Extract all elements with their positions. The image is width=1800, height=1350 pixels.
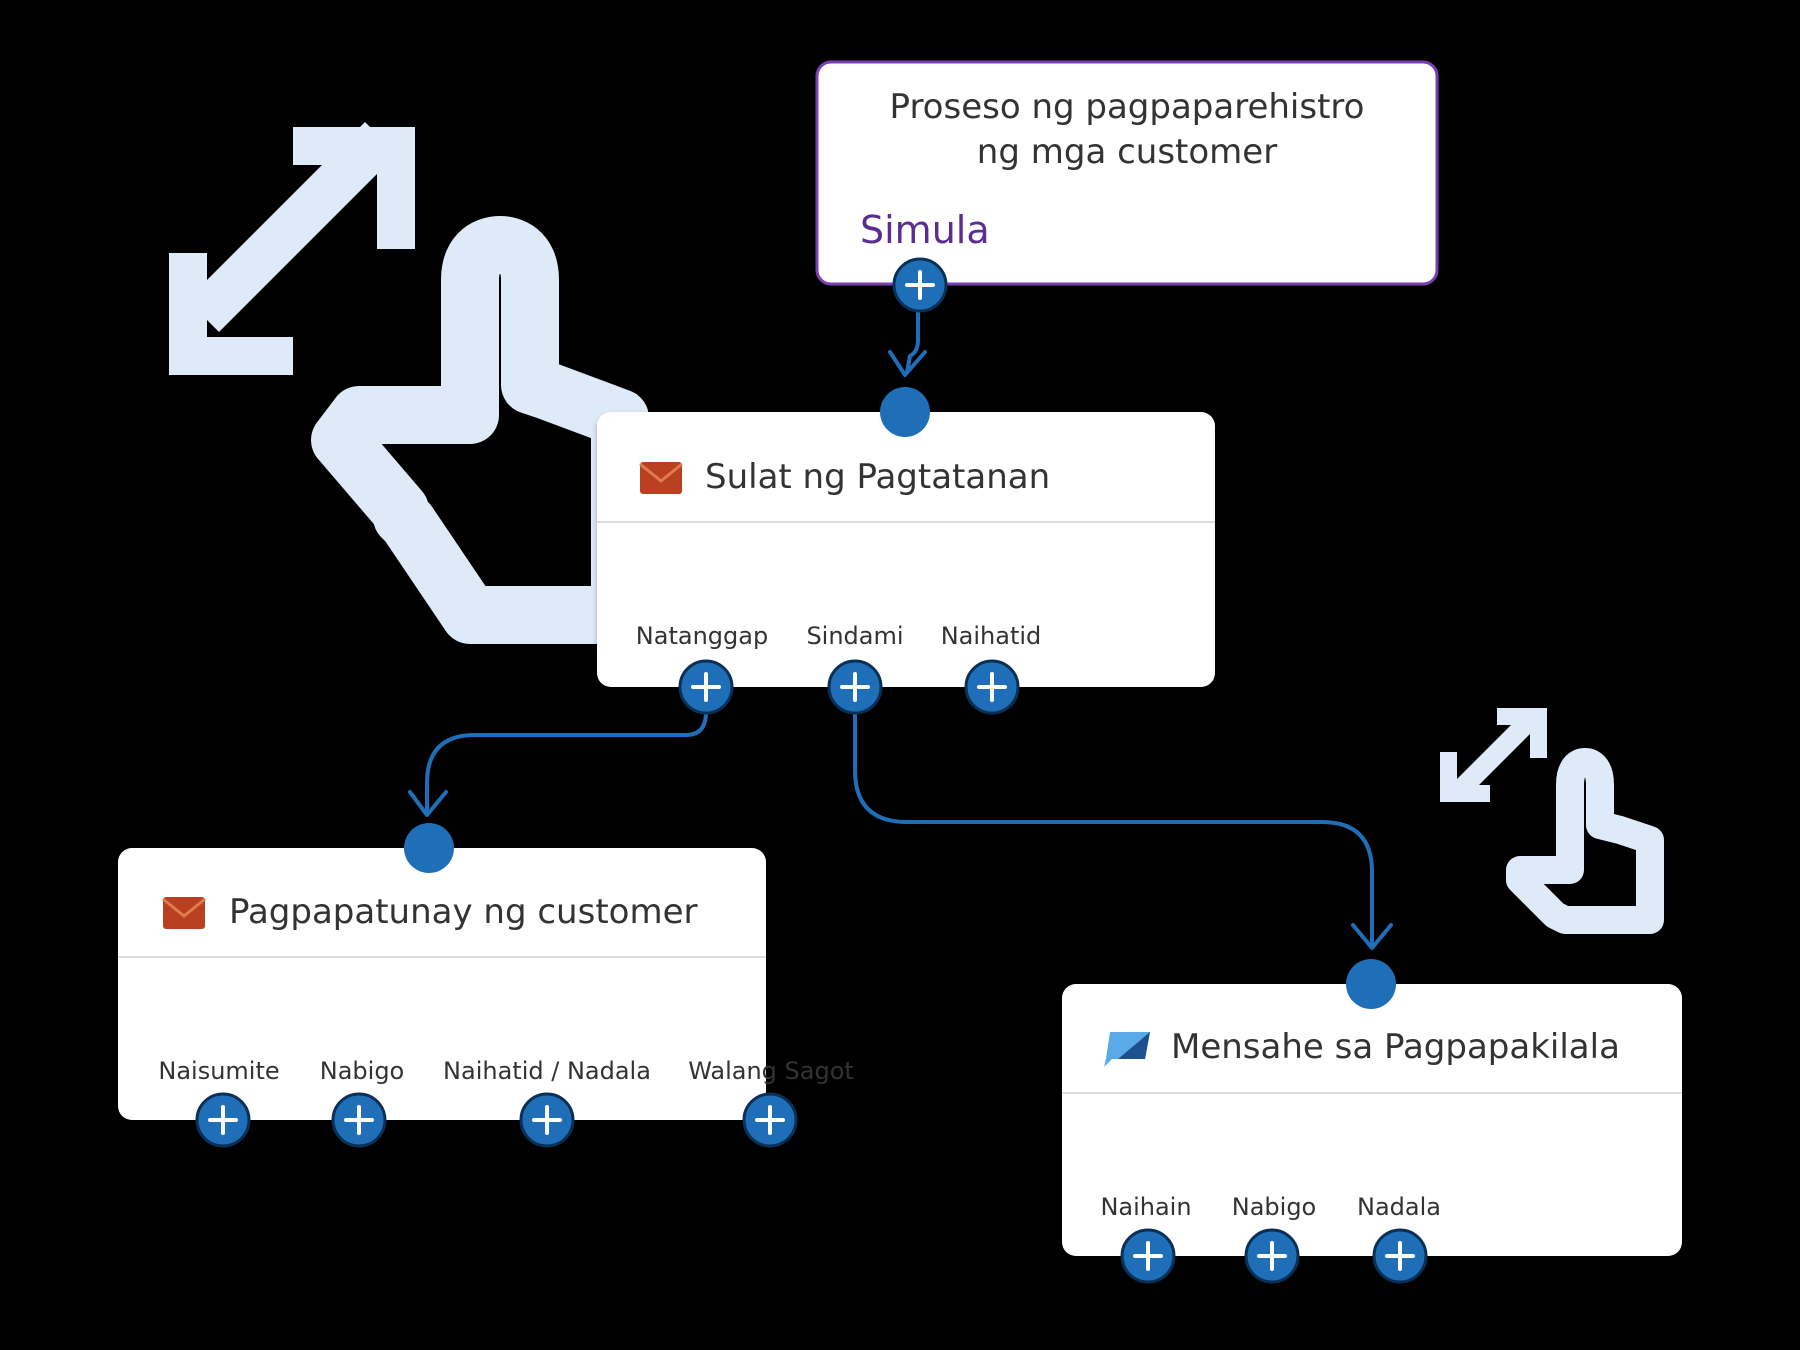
input-port[interactable]	[1346, 959, 1396, 1009]
outcome-add-button[interactable]	[195, 1092, 251, 1148]
node-title: Pagpapatunay ng customer	[229, 892, 697, 932]
outcome-add-button[interactable]	[964, 659, 1020, 715]
outcome-label: Naisumite	[158, 1057, 279, 1085]
outcome-add-button[interactable]	[1244, 1228, 1300, 1284]
outcome-label: Nabigo	[320, 1057, 404, 1085]
plus-icon	[977, 672, 1007, 702]
plus-icon	[691, 672, 721, 702]
outcome-add-button[interactable]	[827, 659, 883, 715]
plus-icon	[344, 1105, 374, 1135]
outcome-label: Natanggap	[636, 622, 768, 650]
plus-icon	[755, 1105, 785, 1135]
outcome-label: Naihatid / Nadala	[443, 1057, 651, 1085]
plus-icon	[905, 270, 935, 300]
node-title: Sulat ng Pagtatanan	[705, 457, 1050, 497]
chat-bubble-icon	[1104, 1032, 1150, 1067]
start-node-title-line1: Proseso ng pagpaparehistro	[890, 87, 1365, 127]
outcome-label: Naihain	[1100, 1193, 1191, 1221]
start-add-button[interactable]	[892, 257, 948, 313]
start-node[interactable]: Proseso ng pagpaparehistro ng mga custom…	[815, 60, 1439, 313]
node-customer-confirmation[interactable]: Pagpapatunay ng customer Naisumite Nabig…	[118, 823, 854, 1148]
connector-welcome-to-confirmation	[408, 710, 708, 817]
plus-icon	[208, 1105, 238, 1135]
input-port[interactable]	[404, 823, 454, 873]
node-card	[1062, 984, 1682, 1256]
start-node-title-line2: ng mga customer	[977, 132, 1277, 172]
outcome-add-button[interactable]	[519, 1092, 575, 1148]
resize-arrows-icon	[1440, 708, 1547, 802]
node-card	[597, 412, 1215, 687]
plus-icon	[1133, 1241, 1163, 1271]
node-title: Mensahe sa Pagpapakilala	[1171, 1027, 1620, 1067]
outcome-label: Walang Sagot	[688, 1057, 854, 1085]
outcome-add-button[interactable]	[678, 659, 734, 715]
outcome-add-button[interactable]	[742, 1092, 798, 1148]
outcome-add-button[interactable]	[1372, 1228, 1428, 1284]
connector-welcome-to-intro-message	[853, 710, 1393, 950]
node-card	[118, 848, 766, 1120]
envelope-icon	[162, 897, 206, 929]
plus-icon	[840, 672, 870, 702]
node-welcome-letter[interactable]: Sulat ng Pagtatanan Natanggap Sindami Na…	[597, 387, 1215, 715]
pointing-hand-icon	[311, 216, 649, 644]
envelope-icon	[639, 462, 683, 494]
resize-arrows-icon	[169, 122, 415, 375]
input-port[interactable]	[880, 387, 930, 437]
outcome-label: Naihatid	[941, 622, 1042, 650]
outcome-add-button[interactable]	[331, 1092, 387, 1148]
plus-icon	[1257, 1241, 1287, 1271]
node-intro-message[interactable]: Mensahe sa Pagpapakilala Naihain Nabigo …	[1062, 959, 1682, 1284]
outcome-label: Nadala	[1357, 1193, 1441, 1221]
plus-icon	[1385, 1241, 1415, 1271]
plus-icon	[532, 1105, 562, 1135]
outcome-label: Nabigo	[1232, 1193, 1316, 1221]
outcome-add-button[interactable]	[1120, 1228, 1176, 1284]
pointing-hand-icon	[1506, 748, 1664, 934]
outcome-label: Sindami	[806, 622, 903, 650]
connector-start-to-welcome	[888, 283, 927, 377]
start-node-card	[815, 60, 1439, 286]
start-label: Simula	[860, 208, 990, 252]
